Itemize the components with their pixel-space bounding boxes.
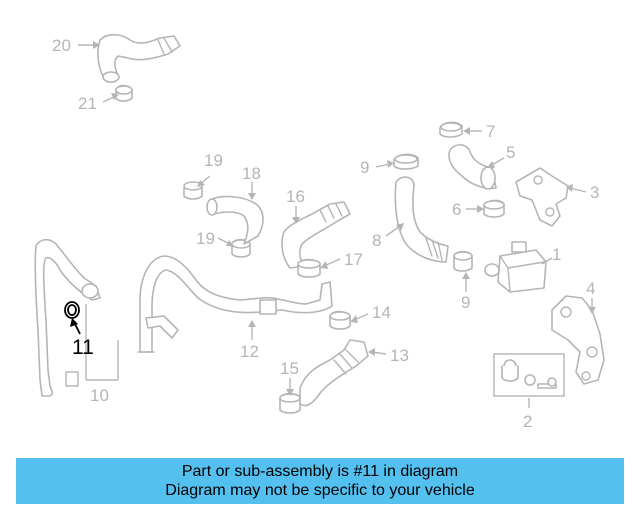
callout-12: 12 [240,342,259,361]
callout-1: 1 [552,245,561,264]
part-9-clamp-top [393,153,419,170]
part-4-bracket [551,295,605,385]
banner-line-part: Part or sub-assembly is #11 in diagram [181,463,459,480]
part-10-pipe [34,238,119,397]
callout-5: 5 [506,143,515,162]
part-15-clamp [279,392,301,414]
part-20-hose [97,33,181,83]
callout-14: 14 [372,303,391,322]
part-7-clamp [439,121,463,138]
info-banner: Part or sub-assembly is #11 in diagram D… [16,458,624,504]
part-3-bracket [515,167,569,227]
part-8-hose [394,176,449,263]
part-11-o-ring [64,301,80,319]
part-14-clamp [329,310,351,330]
callout-3: 3 [590,183,599,202]
callout-9-top: 9 [360,158,369,177]
callout-13: 13 [390,346,409,365]
callout-20: 20 [52,36,71,55]
callout-19-bottom: 19 [196,229,215,248]
callout-10: 10 [90,386,109,405]
part-1-valve [484,241,547,293]
callout-7: 7 [486,122,495,141]
part-2-kit [493,353,565,397]
callout-16: 16 [286,187,305,206]
part-17-clamp [297,258,321,278]
part-19-clamp-top [183,181,203,200]
part-12-pipe [137,255,333,353]
leader-line-11 [70,318,81,335]
part-13-hose [299,339,369,407]
leader-lines [78,41,596,408]
part-21-clamp [115,84,133,102]
callout-11-highlighted: 11 [72,336,94,359]
part-6-clamp [483,199,505,218]
callout-6: 6 [452,200,461,219]
parts-diagram: 20 21 7 5 6 3 9 8 9 1 4 2 19 19 18 16 17… [34,33,605,431]
callout-2: 2 [523,412,532,431]
banner-line-disclaimer: Diagram may not be specific to your vehi… [165,482,475,499]
callout-18: 18 [242,164,261,183]
callout-4: 4 [586,279,595,298]
callout-21: 21 [78,94,97,113]
callout-8: 8 [372,231,381,250]
callout-17: 17 [344,250,363,269]
callout-15: 15 [280,359,299,378]
part-18-hose [206,195,264,245]
callout-19-top: 19 [204,151,223,170]
callout-9-bottom: 9 [461,293,470,312]
part-16-hose [281,201,351,269]
part-9-clamp-bottom [453,250,473,272]
